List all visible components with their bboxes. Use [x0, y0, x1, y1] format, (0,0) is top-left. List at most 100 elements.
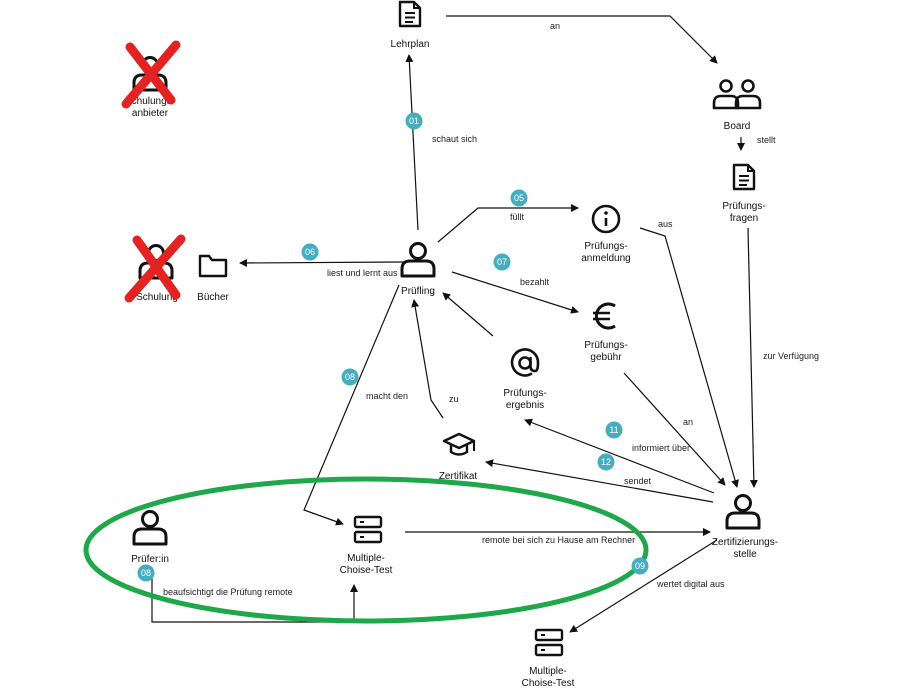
euro-icon: [593, 302, 616, 330]
cross-out-icon: [121, 40, 181, 109]
node-label-line2: Choise-Test: [522, 678, 575, 688]
node-pruefer[interactable]: Prüfer:in: [131, 510, 169, 566]
edge-lehrplan-board: [446, 15, 718, 64]
badge-12: 12: [597, 453, 615, 471]
node-label-line1: Prüfungs-: [503, 388, 546, 399]
edge-label-liest: liest und lernt aus: [327, 268, 398, 278]
node-label-line2: ergebnis: [506, 400, 544, 411]
node-label-line1: Schulungs-: [125, 96, 175, 107]
node-label-line2: fragen: [730, 213, 758, 224]
node-zertifikat[interactable]: Zertifikat: [439, 432, 478, 482]
edge-zertstelle-ergebnis: [524, 418, 715, 494]
edge-label-fuellt: füllt: [510, 212, 525, 222]
edge-gebuehr-zertstelle: [623, 372, 726, 486]
edge-label-informiert: informiert über: [632, 443, 690, 453]
node-label-line1: Multiple-: [529, 666, 567, 677]
svg-text:07: 07: [497, 257, 507, 267]
node-label: Prüfling: [401, 286, 435, 297]
edge-label-an: an: [550, 21, 560, 31]
node-pruefungsfragen[interactable]: Prüfungs- fragen: [722, 163, 766, 224]
edge-zertifikat-pruefling: [411, 299, 444, 419]
server-icon: [534, 628, 564, 657]
node-label: Board: [724, 121, 751, 132]
node-schulung[interactable]: Schulung: [124, 234, 186, 303]
node-label-line2: stelle: [733, 549, 757, 560]
badges: 01 05 06 07 08 11 12 08 09: [137, 112, 649, 582]
highlight-ellipse: [83, 476, 649, 624]
svg-text:12: 12: [601, 457, 611, 467]
node-label-line2: anbieter: [132, 108, 169, 119]
svg-text:09: 09: [635, 561, 645, 571]
node-label-line2: Choise-Test: [340, 565, 393, 576]
node-zertifizierungsstelle[interactable]: Zertifizierungs- stelle: [712, 494, 778, 561]
badge-09: 09: [631, 557, 649, 575]
node-pruefungsanmeldung[interactable]: Prüfungs- anmeldung: [581, 204, 631, 264]
folder-icon: [198, 254, 228, 278]
svg-text:06: 06: [305, 247, 315, 257]
badge-08-pruefer: 08: [137, 564, 155, 582]
edge-label-wertet: wertet digital aus: [656, 579, 725, 589]
badge-01: 01: [405, 112, 423, 130]
edge-label-remote: remote bei sich zu Hause am Rechner: [482, 535, 635, 545]
edge-label-aus: aus: [658, 219, 673, 229]
node-pruefungsergebnis[interactable]: Prüfungs- ergebnis: [503, 348, 547, 411]
badge-08: 08: [341, 368, 359, 386]
node-multiple-choise-test-2[interactable]: Multiple- Choise-Test: [522, 628, 575, 688]
edge-zertstelle-mctest2: [569, 539, 718, 633]
document-icon: [398, 0, 422, 28]
edge-pruefling-gebuehr: [451, 271, 579, 314]
node-label-line1: Prüfungs-: [584, 340, 627, 351]
edge-label-macht-den: macht den: [366, 391, 408, 401]
badge-07: 07: [493, 253, 511, 271]
edge-label-zu: zu: [449, 394, 459, 404]
graduation-cap-icon: [442, 432, 476, 456]
edge-pruefling-buecher: [239, 258, 406, 267]
svg-text:08: 08: [141, 568, 151, 578]
node-buecher[interactable]: Bücher: [197, 254, 230, 303]
node-board[interactable]: Board: [712, 79, 762, 133]
node-label-line1: Multiple-: [347, 553, 385, 564]
edge-pruefling-anmeldung: [437, 204, 579, 243]
edge-pruefungsfragen-zertstelle: [747, 227, 758, 488]
node-label-line1: Prüfungs-: [722, 201, 765, 212]
node-label: Lehrplan: [391, 39, 430, 50]
svg-text:11: 11: [609, 425, 618, 435]
edges: [151, 15, 758, 633]
at-icon: [510, 348, 540, 377]
person-icon: [400, 242, 436, 278]
edge-pruefling-mctest: [303, 284, 400, 526]
node-multiple-choise-test[interactable]: Multiple- Choise-Test: [340, 515, 393, 576]
cross-out-icon: [124, 234, 186, 303]
badge-11: 11: [605, 421, 623, 439]
edge-label-zur-verfuegung: zur Verfügung: [763, 351, 819, 361]
person-icon: [725, 494, 761, 530]
edge-label-bezahlt: bezahlt: [520, 277, 550, 287]
node-label-line1: Zertifizierungs-: [712, 537, 778, 548]
svg-text:01: 01: [409, 116, 419, 126]
svg-text:05: 05: [514, 193, 524, 203]
node-label-line1: Prüfungs-: [584, 241, 627, 252]
node-pruefungsgebuehr[interactable]: Prüfungs- gebühr: [584, 302, 628, 363]
node-pruefling[interactable]: Prüfling: [400, 242, 436, 298]
edge-label-schaut-sich: schaut sich: [432, 134, 477, 144]
edge-label-beaufsichtigt: beaufsichtigt die Prüfung remote: [163, 587, 293, 597]
person-icon: [132, 510, 168, 546]
node-lehrplan[interactable]: Lehrplan: [391, 0, 430, 50]
group-icon: [712, 79, 762, 110]
info-icon: [591, 204, 621, 234]
edge-anmeldung-zertstelle: [639, 227, 739, 488]
node-label-line2: gebühr: [590, 352, 622, 363]
document-icon: [732, 163, 756, 191]
edge-zertstelle-zertifikat: [485, 459, 714, 503]
edge-label-an-2: an: [683, 417, 693, 427]
badge-05: 05: [510, 189, 528, 207]
node-schulungsanbieter[interactable]: Schulungs- anbieter: [121, 40, 181, 119]
node-label: Schulung: [136, 292, 178, 303]
badge-06: 06: [301, 243, 319, 261]
edge-pruefling-lehrplan: [405, 54, 419, 231]
node-label-line2: anmeldung: [581, 253, 630, 264]
edge-ergebnis-pruefling: [442, 292, 494, 337]
svg-text:08: 08: [345, 372, 355, 382]
node-label: Zertifikat: [439, 471, 478, 482]
